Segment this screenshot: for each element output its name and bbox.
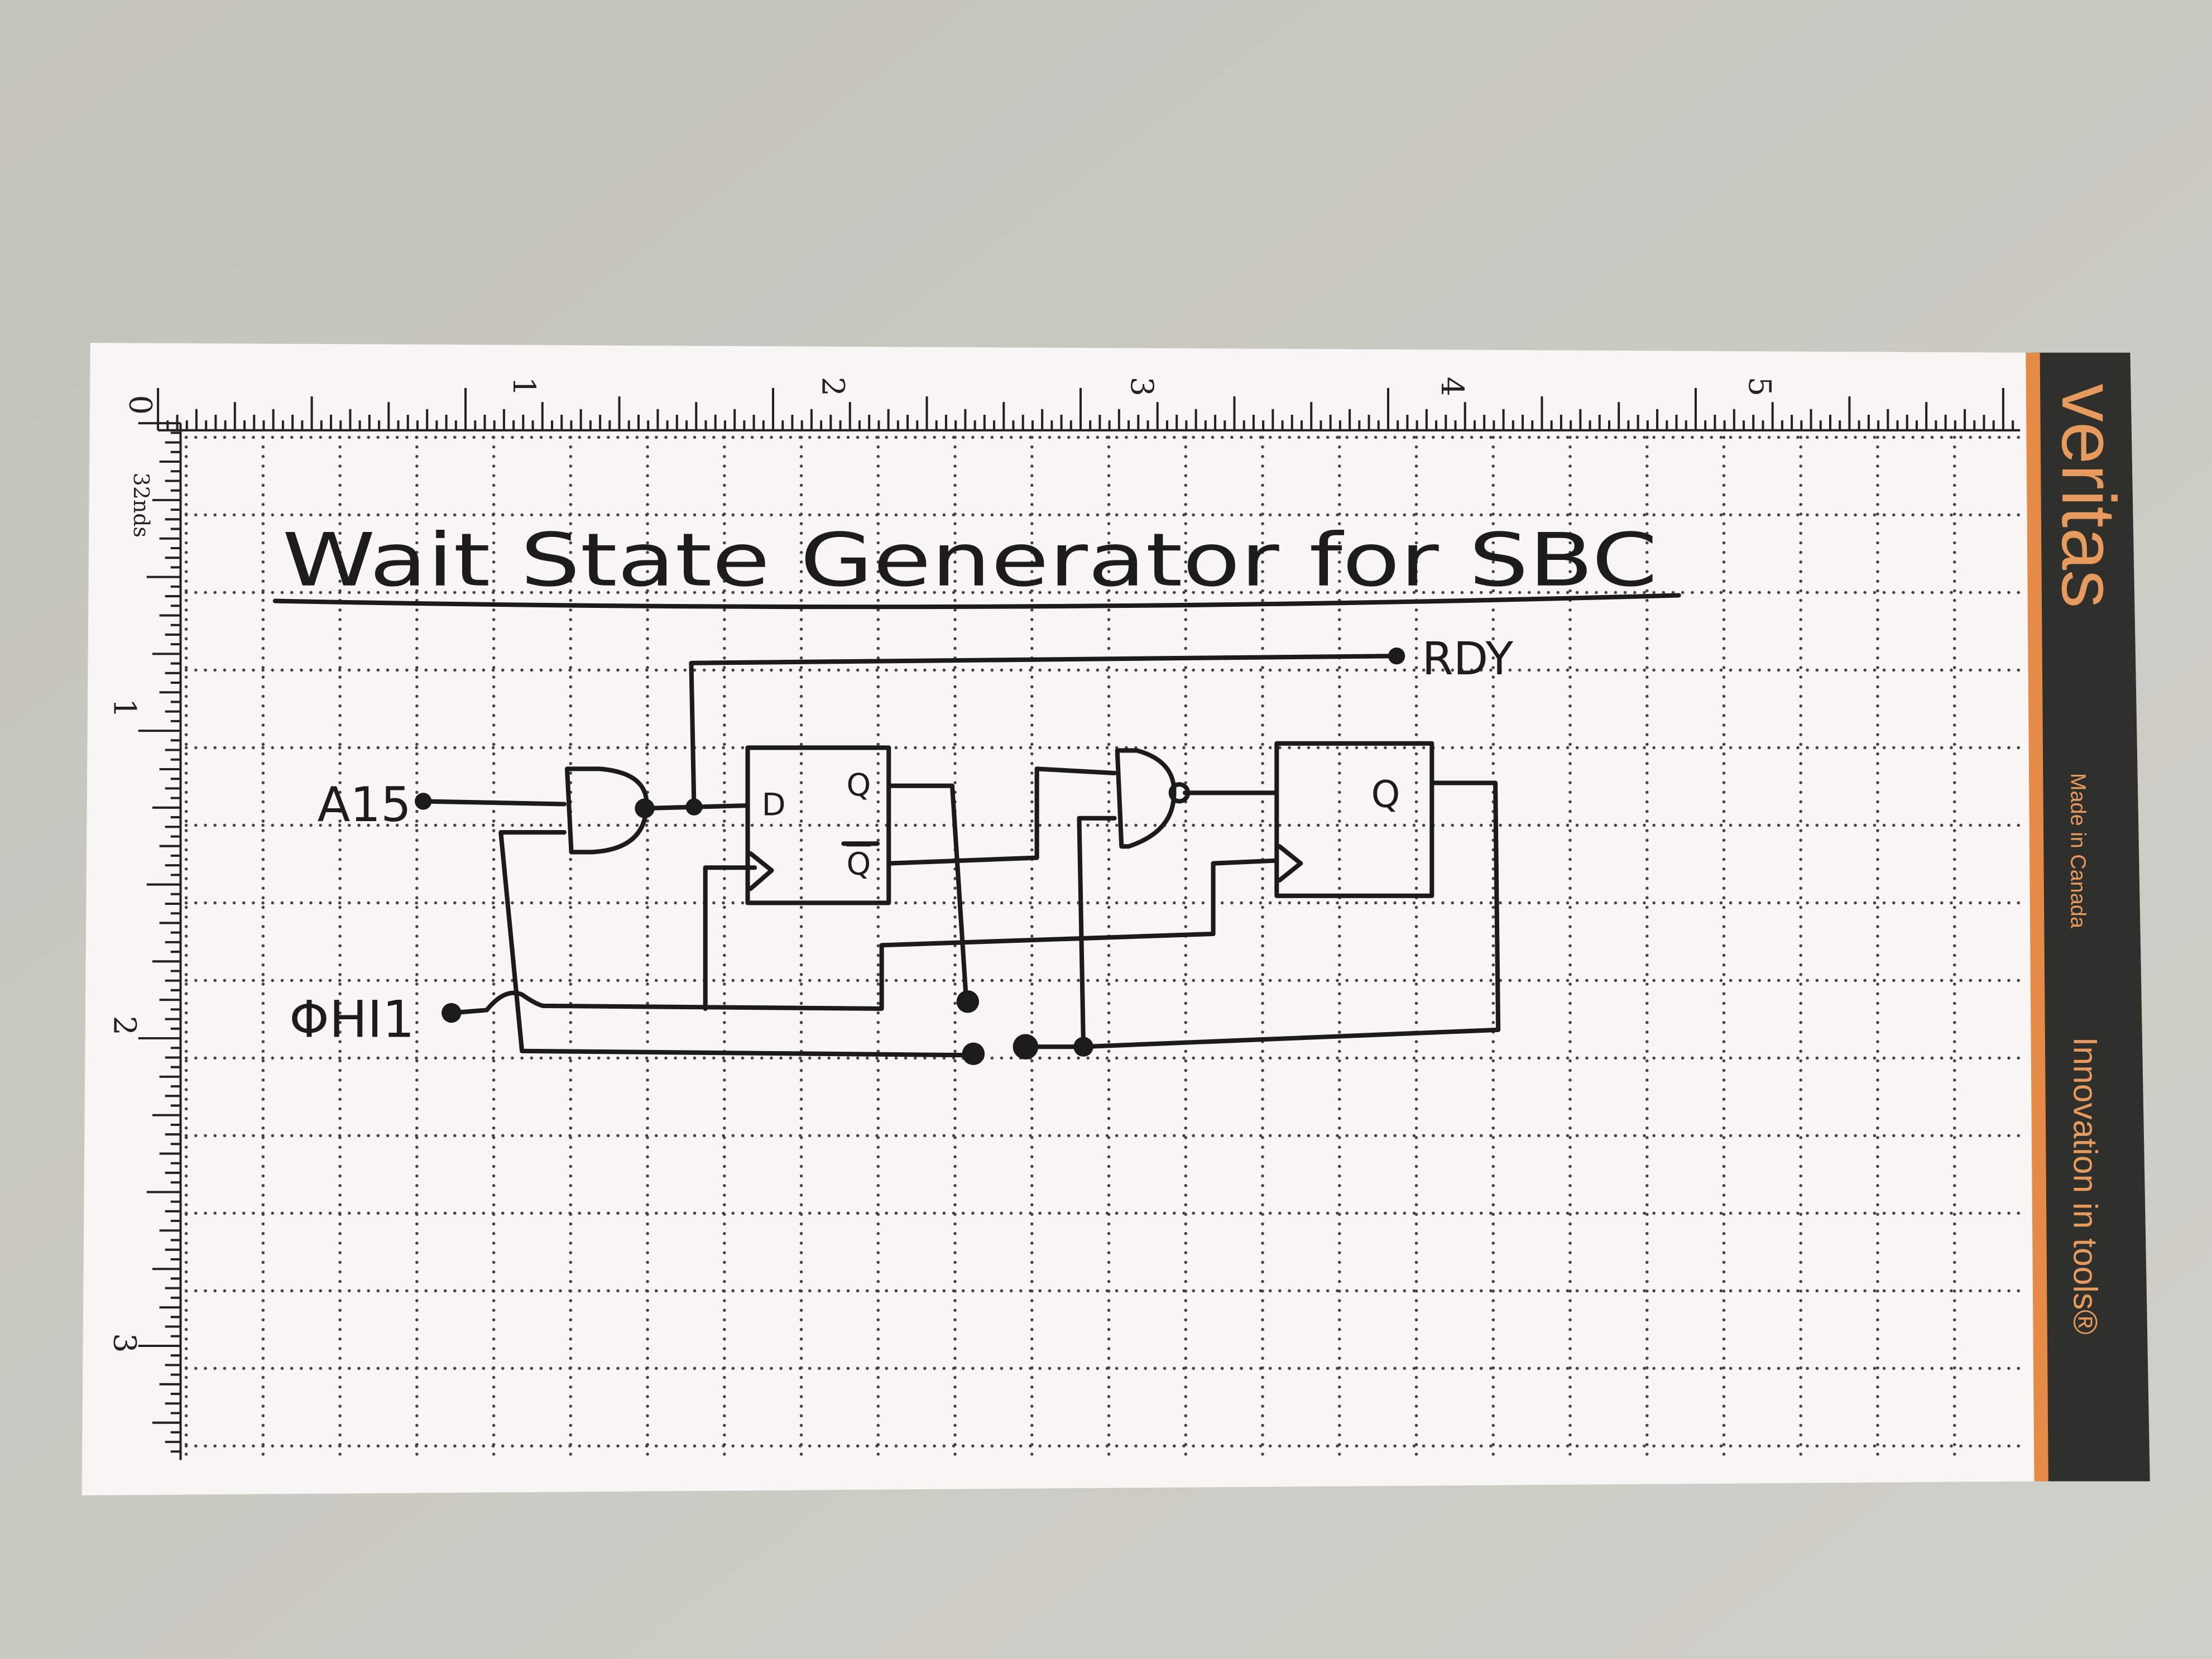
- accent-stripe: [2026, 352, 2048, 1481]
- ff2-q-pin: Q: [1371, 774, 1400, 816]
- veritas-logo: veritas: [2046, 383, 2132, 608]
- title-underline: [272, 593, 1681, 610]
- ff1-qbar-pin: Q: [846, 846, 871, 883]
- signal-label-rdy: RDY: [1422, 633, 1514, 685]
- flip-flop-2: Q: [1274, 741, 1434, 898]
- diagram-title: Wait State Generator for SBC: [282, 517, 1657, 603]
- ruler-label: 2: [107, 1016, 143, 1035]
- ruler-top-labels: 0 1 2 3 4 5: [122, 377, 1778, 415]
- d-flip-flop-1: D Q Q: [745, 745, 891, 905]
- ruler-unit-label: 32nds: [129, 473, 153, 538]
- ruler-label: 0: [122, 395, 159, 415]
- ff1-d-pin: D: [762, 787, 786, 823]
- ff1-q-pin: Q: [846, 767, 871, 803]
- signal-label-a15: A15: [318, 777, 411, 833]
- ruler-label: 4: [1434, 377, 1470, 396]
- ruler-label: 3: [107, 1333, 143, 1353]
- inverter-bubble: [1168, 782, 1191, 804]
- tagline: Innovation in tools®: [2066, 1037, 2104, 1335]
- signal-label-phi1: ΦHI1: [289, 991, 415, 1049]
- ruler-label: 5: [1741, 377, 1778, 396]
- dot-grid: [184, 435, 2021, 1456]
- junction-dots: [415, 647, 1405, 1066]
- made-in-label: Made in Canada: [2066, 773, 2089, 929]
- ruler-left-labels: 1 2 3 32nds: [107, 473, 153, 1353]
- brand-text: veritas Made in Canada Innovation in too…: [2046, 383, 2132, 1335]
- ruler-ticks: [138, 387, 2021, 1460]
- ruler-label: 2: [814, 377, 851, 396]
- ruler-label: 3: [1124, 377, 1160, 396]
- ruler-label: 1: [506, 377, 542, 396]
- note-card: [81, 343, 2042, 1495]
- ruler-label: 1: [107, 698, 143, 718]
- brand-band: [2031, 352, 2150, 1481]
